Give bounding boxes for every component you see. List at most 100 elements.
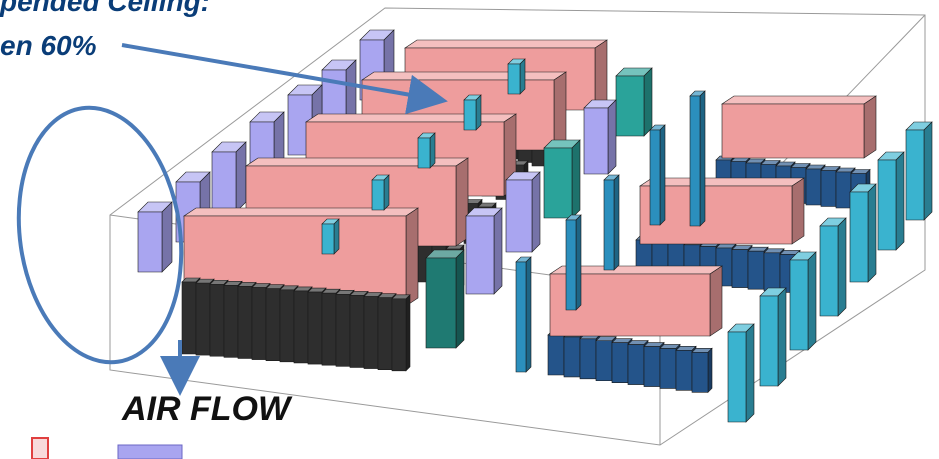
column-2 (604, 175, 619, 270)
duct-6-side (864, 96, 876, 158)
connector-4-front (322, 224, 334, 254)
crah-mid-3 (466, 208, 502, 294)
teal-crah-3-front (426, 258, 456, 348)
duct-3-top (306, 114, 516, 122)
connector-2-front (418, 138, 430, 168)
teal-crah-1-front (616, 76, 644, 136)
cyan-rack-6 (728, 324, 754, 422)
column-1-front (650, 130, 660, 225)
crah-unit-4-front (212, 152, 236, 212)
cyan-rack-6-side (746, 324, 754, 422)
crah-unit-4-side (236, 142, 246, 212)
black-row-front-rack-front (378, 298, 392, 370)
cyan-rack-2-side (868, 184, 876, 282)
duct-2-side (554, 72, 566, 150)
cyan-rack-2-front (850, 192, 868, 282)
black-row-front-rack-front (280, 290, 294, 362)
connector-0-side (520, 59, 525, 94)
teal-crah-3 (426, 250, 464, 348)
black-row-front-rack-front (294, 291, 308, 363)
duct-5-side (406, 208, 418, 306)
duct-6-front (722, 104, 864, 158)
navy-row-b-rack-front (732, 250, 748, 288)
black-row-front-rack-front (238, 286, 252, 358)
crah-mid-2-side (532, 172, 540, 252)
connector-4 (322, 219, 339, 254)
crah-mid-3-side (494, 208, 502, 294)
duct-1-side (595, 40, 607, 110)
navy-row-c-rack-front (692, 352, 708, 392)
navy-row-c-rack-side (708, 348, 712, 392)
cyan-rack-6-front (728, 332, 746, 422)
connector-1 (464, 95, 481, 130)
black-row-front-rack-front (308, 292, 322, 364)
connector-1-front (464, 100, 476, 130)
connector-1-side (476, 95, 481, 130)
connector-0-front (508, 64, 520, 94)
cyan-rack-4-front (790, 260, 808, 350)
crah-mid-1-front (584, 108, 608, 174)
crah-mid-1-side (608, 100, 616, 174)
navy-row-c-rack-front (644, 347, 660, 387)
black-row-front-rack (392, 295, 410, 371)
navy-row-c-rack-front (676, 350, 692, 390)
navy-row-c-rack-front (596, 341, 612, 381)
teal-crah-2 (544, 140, 580, 218)
cyan-rack-1-side (896, 152, 904, 250)
cyan-rack-3-front (820, 226, 838, 316)
crah-mid-2 (506, 172, 540, 252)
duct-1-top (405, 40, 607, 48)
black-row-front-rack-front (196, 283, 210, 355)
crah-mid-2-front (506, 180, 532, 252)
black-row-front-rack-front (392, 299, 406, 371)
column-4-front (516, 262, 526, 372)
duct-6-top (722, 96, 876, 104)
navy-row-c-rack-front (612, 343, 628, 383)
connector-2 (418, 133, 435, 168)
column-3-side (576, 215, 581, 310)
teal-crah-2-front (544, 148, 572, 218)
legend-swatch-lavender (118, 445, 182, 459)
cyan-rack-0-front (906, 130, 924, 220)
connector-2-side (430, 133, 435, 168)
duct-6 (722, 96, 876, 158)
column-0-front (690, 96, 700, 226)
column-2-side (614, 175, 619, 270)
black-row-front-rack-front (364, 297, 378, 369)
connector-0 (508, 59, 525, 94)
crah-unit-6-front (138, 212, 162, 272)
crah-unit-4 (212, 142, 246, 212)
column-1 (650, 125, 665, 225)
black-row-front-rack-front (266, 289, 280, 361)
black-row-front-rack-front (336, 294, 350, 366)
navy-row-c-rack-front (580, 339, 596, 379)
column-2-front (604, 180, 614, 270)
column-0-side (700, 91, 705, 226)
navy-row-c-rack (692, 348, 712, 392)
column-4 (516, 257, 531, 372)
navy-row-c-rack-front (660, 348, 676, 388)
black-row-front-rack-front (322, 293, 336, 365)
teal-crah-2-side (572, 140, 580, 218)
navy-row-c-rack-front (548, 335, 564, 375)
cyan-rack-0 (906, 122, 932, 220)
crah-mid-1 (584, 100, 616, 174)
cyan-rack-5-front (760, 296, 778, 386)
cyan-rack-3-side (838, 218, 846, 316)
black-row-front-rack-front (182, 282, 196, 354)
teal-crah-1 (616, 68, 652, 136)
teal-crah-3-side (456, 250, 464, 348)
connector-3-front (372, 180, 384, 210)
navy-row-c-rack-front (564, 337, 580, 377)
crah-unit-6 (138, 202, 172, 272)
navy-row-b-rack-front (748, 251, 764, 289)
navy-row-a-rack-front (836, 172, 851, 208)
cyan-rack-3 (820, 218, 846, 316)
black-row-front-rack-front (350, 295, 364, 367)
cyan-rack-5-side (778, 288, 786, 386)
crah-mid-3-front (466, 216, 494, 294)
navy-row-c-rack-front (628, 345, 644, 385)
cyan-rack-1-front (878, 160, 896, 250)
column-4-side (526, 257, 531, 372)
